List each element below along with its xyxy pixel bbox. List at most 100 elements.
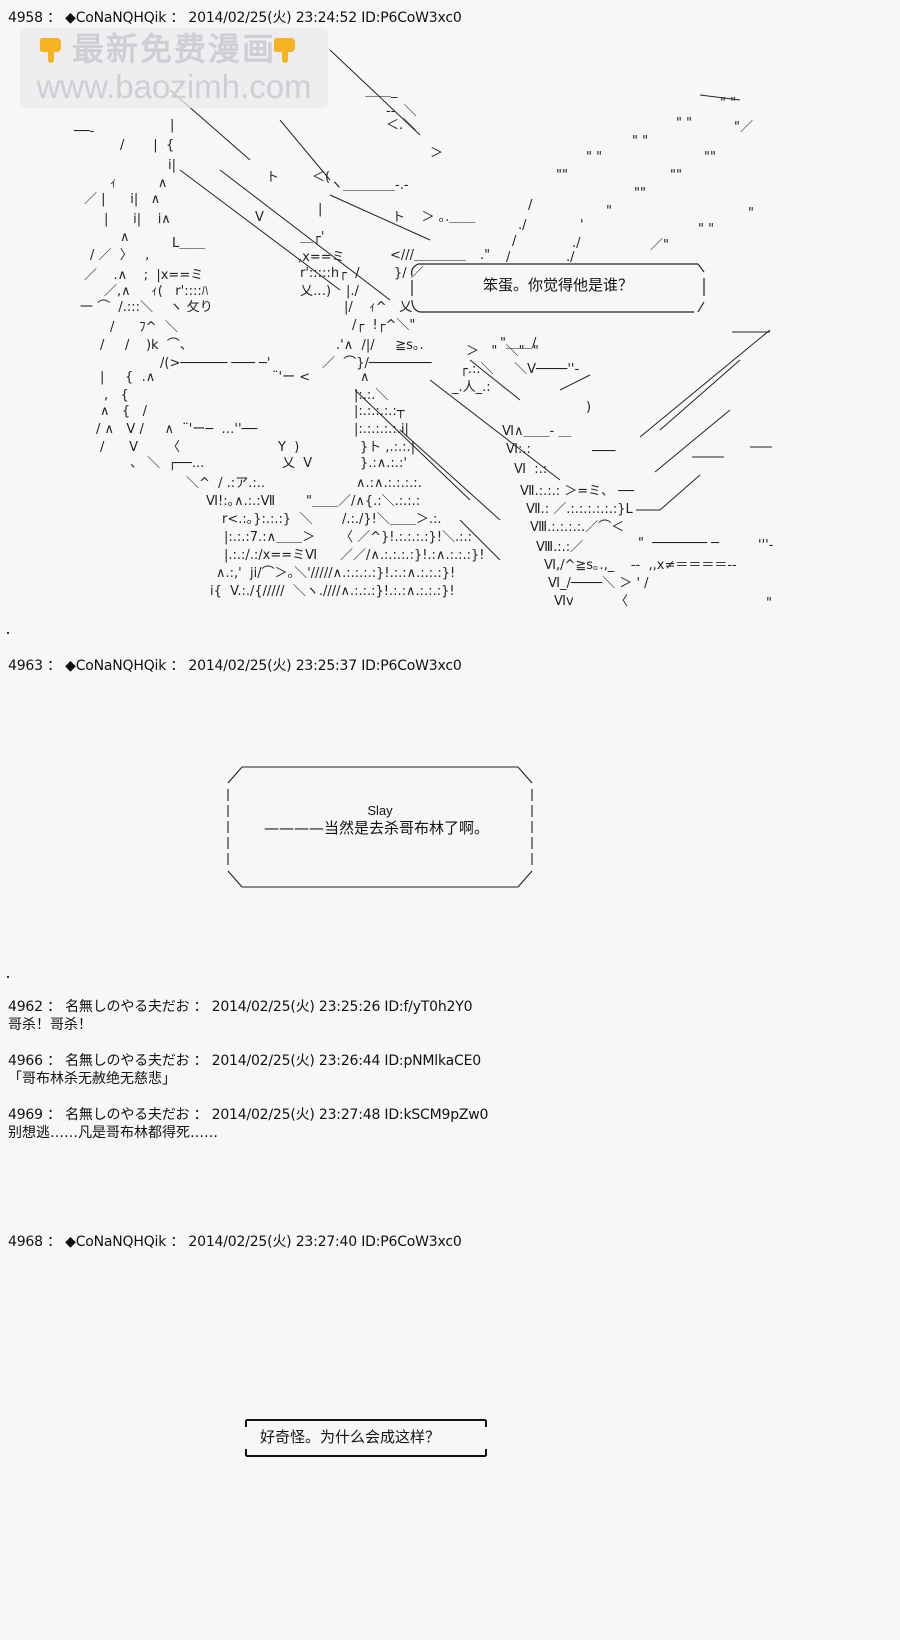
ascii-art-fragment: | — [170, 118, 175, 133]
ascii-art-fragment: "＿＿／/∧{.:＼.:.:.: — [306, 494, 421, 509]
ascii-art-fragment: Ⅵ_/────＼ ＞ ' / — [548, 576, 649, 591]
ascii-art-fragment: Ⅵ,/^≧s｡.,_ -- ,,x≠＝＝＝＝-‐ — [544, 558, 737, 573]
ascii-art-fragment: Ⅵ∧＿＿- ＿ — [502, 424, 572, 439]
ascii-art-fragment: / V 〈 — [100, 440, 180, 455]
ascii-art-fragment: " " — [698, 222, 715, 237]
ascii-art-fragment: ＼^ / .:ア.:.. — [186, 476, 265, 491]
thought-box-border — [245, 1419, 487, 1457]
ascii-art-fragment: |./ — [346, 284, 359, 299]
ascii-art-fragment: "" — [556, 168, 568, 183]
ascii-art-fragment: Ⅵv 〈 — [554, 594, 629, 609]
separator-dot — [7, 976, 9, 978]
ascii-art-fragment: " " — [676, 116, 693, 131]
ascii-art-fragment: ,x==ミ — [298, 250, 345, 265]
ascii-art-fragment: "＿＿/ — [500, 336, 537, 351]
ascii-art-fragment: /┌ !┌^＼" — [352, 318, 416, 333]
ascii-art-fragment: Ⅷ.:.:／ — [536, 540, 584, 555]
ascii-art-fragment: ./ — [572, 236, 581, 251]
ascii-art-fragment: ¨'ー < — [272, 370, 311, 385]
ascii-art-fragment: ＿┌' — [300, 230, 325, 245]
post-header-4963: 4963 ： ◆CoNaNQHQik ： 2014/02/25(火) 23:25… — [8, 658, 462, 674]
ascii-art-fragment: ." — [480, 248, 491, 263]
ascii-art-fragment: ＞ " ＼" " — [466, 344, 539, 359]
ascii-art-fragment: Ⅵ:.: — [506, 442, 531, 457]
ascii-art-fragment: i{ V.:./{///// ＼ヽ.////∧.:.:.:}!.:.:∧.:.:… — [210, 584, 455, 599]
ascii-art-fragment: ∧ — [360, 370, 370, 385]
ascii-art-fragment: '''- — [758, 538, 774, 553]
ascii-art-fragment: " — [606, 204, 612, 219]
ascii-art-fragment: Y ) — [278, 440, 300, 455]
ascii-art-fragment: 乂 V — [282, 456, 313, 471]
ascii-art-fragment: |:.:.:7.:∧＿＿＞ — [224, 530, 316, 545]
ascii-art-fragment: Ⅶ.:.:.: ＞=ミ、 ── — [520, 484, 634, 499]
post-header-text: 4969 ： 名無しのやる夫だお ： 2014/02/25(火) 23:27:4… — [8, 1107, 489, 1123]
ascii-art-fragment: ＜.＼ — [386, 118, 417, 133]
ascii-art-fragment: /.:./}!＼＿＿＞.:. — [342, 512, 442, 527]
ascii-art-fragment: "／ — [734, 120, 753, 135]
ascii-art-fragment: | — [318, 202, 323, 217]
narration-box: Slay ————当然是去杀哥布林了啊。 — [226, 765, 534, 889]
ascii-art-fragment: , { — [104, 388, 129, 403]
ascii-art-fragment: ) — [586, 400, 592, 415]
ascii-art-fragment: "" — [634, 186, 646, 201]
ascii-art-fragment: V — [255, 210, 264, 225]
ascii-art-fragment: / ﾌ^ ＼ — [110, 320, 178, 335]
ascii-art-illustration: ＿＿_-- ＼＜.＼──-|/ | {＞i|ｨ ∧ト ＜(ヽ＿＿＿＿-.-／ |… — [0, 0, 900, 620]
pointing-down-hand-icon — [274, 38, 295, 63]
ascii-art-fragment: 一 ⌒ /.:::＼ ヽ 攵り — [80, 300, 213, 315]
ascii-art-fragment: ／ | i| ∧ — [84, 192, 161, 207]
ascii-art-fragment: ｨ ∧ — [110, 176, 168, 191]
post-header-text: 4962 ： 名無しのやる夫だお ： 2014/02/25(火) 23:25:2… — [8, 999, 473, 1015]
ascii-art-strokes — [169, 49, 772, 561]
ascii-art-fragment: ∧.:,' ji/⌒＞｡＼'/////∧.:.:.:.:}!.:.:∧.:.:.… — [216, 566, 456, 581]
ascii-art-fragment: ヽ＿＿＿＿-.- — [330, 178, 409, 193]
ascii-art-fragment: Ⅷ.:.:.:.:.／⌒＜ — [530, 520, 625, 535]
ascii-art-fragment: ./ — [566, 250, 575, 265]
ascii-art-fragment: ─── — [592, 444, 616, 459]
watermark-banner: 最新免费漫画 www.baozimh.com — [20, 28, 328, 108]
ascii-art-fragment: " " — [586, 150, 603, 165]
ascii-art-fragment: r<.:｡}:.:.:} ＼ — [222, 512, 313, 527]
ascii-art-fragment: | i| i∧ — [104, 212, 171, 227]
post-body-4969: 别想逃……凡是哥布林都得死…… — [8, 1125, 218, 1141]
ruby-annotation: Slay — [367, 803, 393, 818]
speech-bubble: 笨蛋。你觉得他是谁？ — [410, 262, 706, 314]
ascii-art-fragment: ──- — [74, 124, 95, 139]
ascii-art-fragment: |:.:.:.:.:.i| — [354, 422, 409, 437]
ascii-art-fragment: / — [506, 250, 511, 265]
ascii-art-fragment: ／" — [650, 238, 669, 253]
ascii-art-fragment: ／ ⌒}/──────── — [322, 356, 432, 371]
thought-box: 好奇怪。为什么会成这样？ — [245, 1419, 487, 1457]
post-header-4962: 4962 ： 名無しのやる夫だお ： 2014/02/25(火) 23:25:2… — [8, 999, 472, 1015]
pointing-down-hand-icon — [40, 38, 61, 63]
ascii-art-fragment: |:.:.:.:.:┬ — [354, 404, 405, 419]
ascii-art-fragment: ∧ { / — [100, 404, 147, 419]
ascii-art-fragment: / ∧ V / ∧ ¨'ー─ …''── — [96, 422, 258, 437]
ascii-art-fragment: ./ — [518, 218, 527, 233]
speech-bubble-border — [411, 263, 705, 313]
ascii-art-fragment: " ─────── ─ — [638, 536, 719, 551]
watermark-url: www.baozimh.com — [36, 68, 312, 105]
ascii-art-fragment: / / )k ⌒、 — [100, 338, 193, 353]
ascii-art-fragment: -- ＼ — [386, 104, 417, 119]
ascii-art-fragment: ∧.:∧.:.:.:.:. — [356, 476, 422, 491]
ascii-art-fragment: "" — [704, 150, 716, 165]
post-header-text: 4963 ： ◆CoNaNQHQik ： 2014/02/25(火) 23:25… — [8, 658, 462, 674]
ascii-art-fragment: |:.:.＼ — [354, 388, 389, 403]
post-header-text: 4958 ： ◆CoNaNQHQik ： 2014/02/25(火) 23:24… — [8, 10, 462, 26]
narration-box-border — [227, 766, 533, 888]
ascii-art-fragment: /(>────── ─── ─' — [160, 356, 271, 371]
ascii-art-fragment: }/ ／ — [394, 266, 424, 281]
ascii-art-fragment: " " — [720, 96, 737, 111]
ascii-art-fragment: .'∧ /|/ ≧s｡. — [336, 338, 424, 353]
ascii-art-fragment: ト ＞ ｡.＿＿ — [392, 210, 476, 225]
ascii-art-fragment: ∧ — [120, 230, 130, 245]
ascii-art-fragment: }.:∧.:.:' — [360, 456, 407, 471]
ascii-art-fragment: Ⅵ :.: — [514, 462, 548, 477]
ascii-art-fragment: _.人_.: — [452, 380, 491, 395]
ascii-art-fragment: }ト ,.:.:.| — [360, 440, 416, 455]
ascii-art-fragment: " — [748, 206, 754, 221]
ascii-art-fragment: |/ ｨ^ 乂 — [344, 300, 413, 315]
ascii-art-fragment: |.:.:/.:/x==ミⅥ — [224, 548, 318, 563]
ascii-art-fragment: L＿＿ — [172, 236, 206, 251]
